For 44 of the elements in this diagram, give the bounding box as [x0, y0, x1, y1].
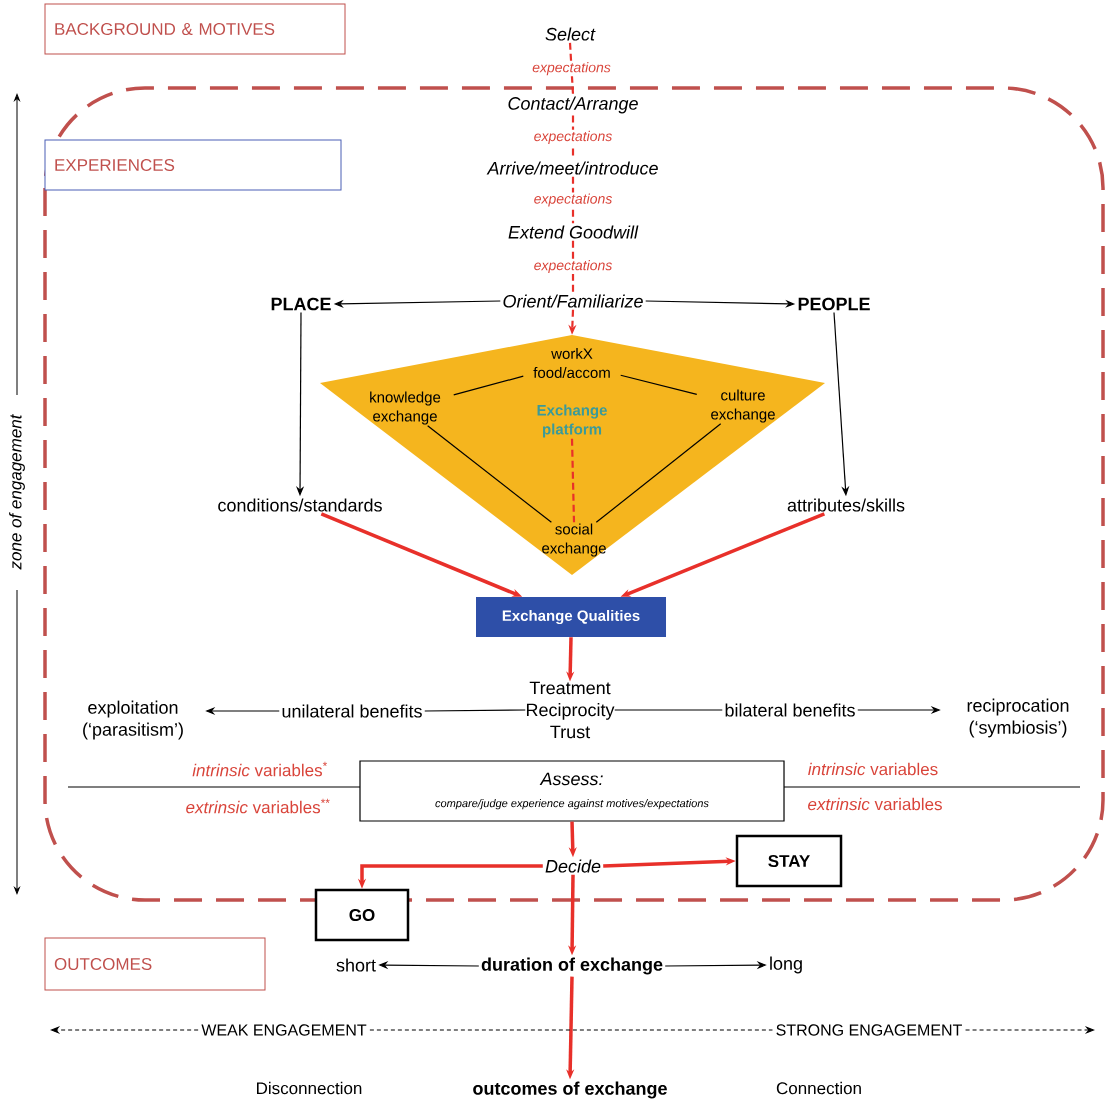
qualities-box: Exchange Qualities [476, 597, 666, 637]
text-label: duration of exchange [481, 957, 663, 975]
edge-label: expectations [532, 192, 614, 208]
text-label: zone of engagement [9, 413, 25, 570]
variable-label: intrinsic variables$^{*}$ [192, 761, 328, 777]
step-label: Extend Goodwill [508, 225, 639, 239]
text-label: outcomes of exchange [473, 1081, 667, 1099]
text-label: Disconnection [257, 1081, 362, 1095]
step-label: Decide [545, 859, 601, 873]
variable-label: extrinsic variables [808, 797, 942, 811]
exchange-label: knowledge exchange [370, 391, 441, 425]
text-label: conditions/standards [218, 498, 382, 512]
variable-label: extrinsic variables$^{**}$ [186, 798, 330, 814]
category-label: PEOPLE [798, 297, 870, 311]
text-label: short [336, 958, 376, 972]
edge-label: expectations [531, 61, 612, 77]
step-label: Arrive/meet/introduce [486, 161, 658, 175]
text-label: Treatment Reciprocity Trust [527, 681, 615, 739]
section-box: OUTCOMES [44, 937, 266, 991]
step-label: Select [545, 27, 596, 41]
category-label: PLACE [271, 297, 331, 311]
decision-box: GO [314, 888, 410, 942]
exchange-label: social exchange [542, 523, 606, 557]
text-label: long [770, 956, 802, 974]
text-label: unilateral benefits [282, 704, 422, 718]
section-box: BACKGROUND & MOTIVES [44, 3, 346, 55]
text-label: Connection [776, 1081, 861, 1095]
variable-label: intrinsic variables [808, 762, 938, 776]
decision-box: STAY [735, 834, 843, 888]
assess-box: Assess: compare/judge experience against motives/expectations [359, 760, 785, 822]
engagement-label: WEAK ENGAGEMENT [201, 1024, 367, 1036]
text-label: reciprocation (‘symbiosis’) [967, 698, 1069, 738]
exchange-label: Exchange platform [537, 404, 607, 438]
text-label: attributes/skills [787, 498, 905, 512]
step-label: Contact/Arrange [508, 96, 638, 114]
step-label: Orient/Familiarize [503, 294, 643, 308]
text-label: exploitation (‘parasitism’) [83, 700, 183, 740]
edge-label: expectations [532, 129, 614, 145]
section-box: EXPERIENCES [44, 139, 342, 191]
edge-label: expectations [532, 259, 614, 275]
text-label: bilateral benefits [725, 703, 855, 717]
engagement-label: STRONG ENGAGEMENT [776, 1024, 962, 1036]
exchange-label: workX food/accom [533, 348, 610, 378]
exchange-label: culture exchange [711, 389, 775, 423]
